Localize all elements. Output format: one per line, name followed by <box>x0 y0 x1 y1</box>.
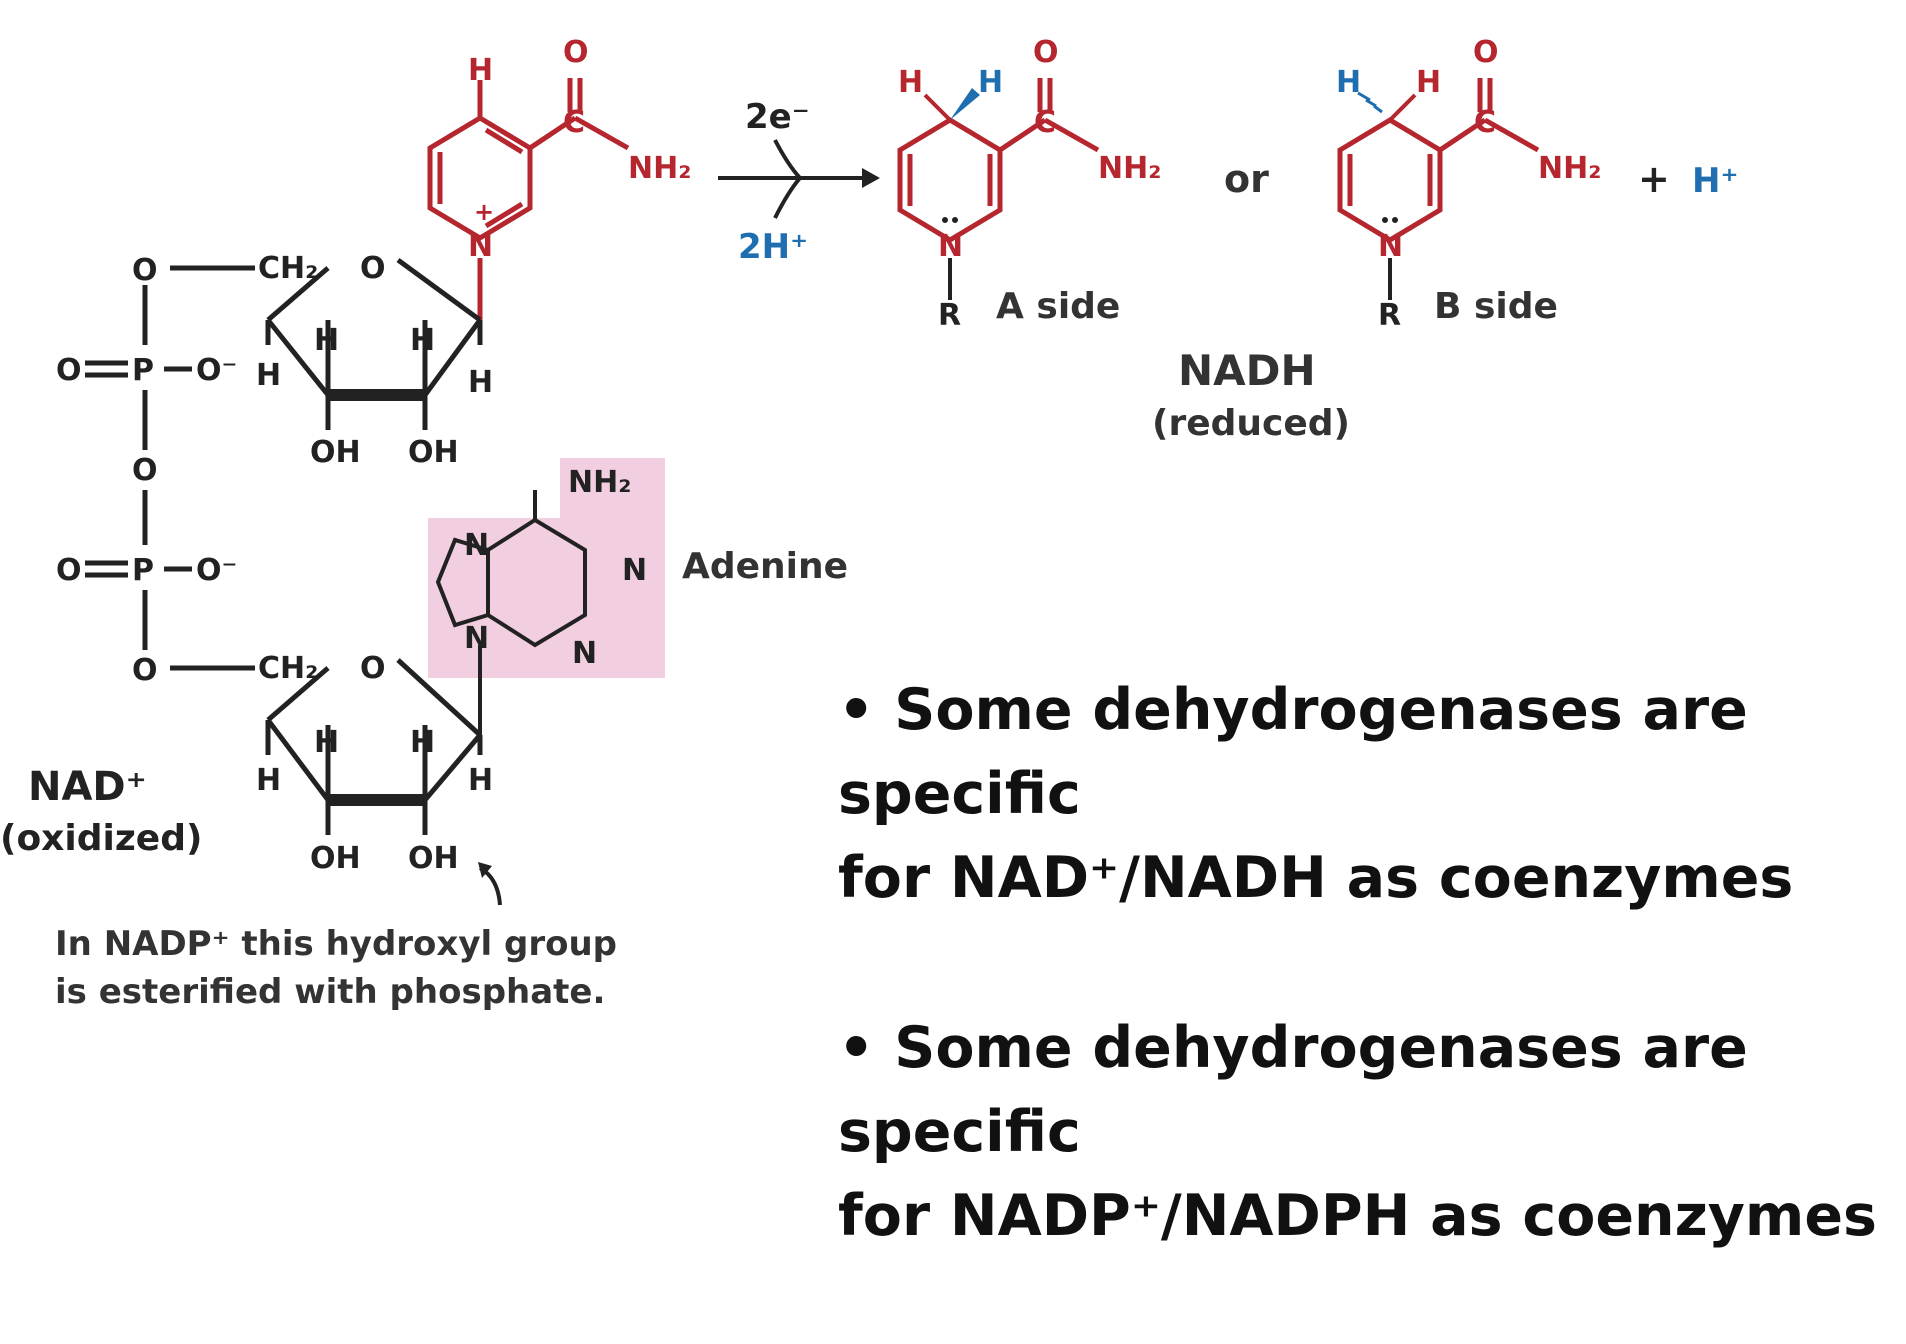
a-side-r-group: R <box>938 298 961 333</box>
note-line-2: is esterified with phosphate. <box>55 972 605 1012</box>
phosphate-o-atom: O <box>132 653 158 688</box>
adenine-n-atom: N <box>464 528 489 563</box>
carbonyl-o-atom: O <box>563 35 589 70</box>
nadh-ring-b-side <box>1337 78 1540 243</box>
carbonyl-c-atom: C <box>563 105 585 140</box>
adenine-n-atom: N <box>622 553 647 588</box>
b-side-h-red: H <box>1416 65 1441 100</box>
b-side-carbonyl-c: C <box>1474 105 1496 140</box>
b-side-h-blue: H <box>1336 65 1361 100</box>
bullet-item: • Some dehydrogenases are specific for N… <box>838 1006 1898 1258</box>
ribose-o-lower: O <box>360 651 386 686</box>
ring-h-atom: H <box>468 53 493 88</box>
ribose-o-upper: O <box>360 251 386 286</box>
a-side-nh2: NH₂ <box>1098 151 1161 186</box>
a-side-label: A side <box>996 286 1120 327</box>
nadh-state: (reduced) <box>1152 403 1350 444</box>
nicotinamide-ring-oxidized <box>427 78 630 241</box>
a-side-carbonyl-c: C <box>1034 105 1056 140</box>
b-side-carbonyl-o: O <box>1473 35 1499 70</box>
ribose-oh-label: OH <box>310 841 361 876</box>
pyrophosphate-bridge <box>85 285 255 671</box>
ch2-label-upper: CH₂ <box>258 251 318 286</box>
electrons-label: 2e⁻ <box>745 97 810 137</box>
nad-name: NAD⁺ <box>28 764 147 810</box>
ribose-h-atom: H <box>410 725 435 760</box>
ribose-oh-label: OH <box>310 435 361 470</box>
protons-label: 2H⁺ <box>738 227 808 267</box>
ribose-h-atom: H <box>468 763 493 798</box>
plus-sign: + <box>1638 157 1670 201</box>
a-side-h-blue: H <box>978 65 1003 100</box>
nad-reaction-diagram: H O C NH₂ N + CH₂ O H H H H OH OH <box>0 35 1738 1012</box>
ribose-lower <box>265 658 483 835</box>
bullet-line-1: • Some dehydrogenases are specific <box>838 677 1748 827</box>
adenine-nh2-label: NH₂ <box>568 465 631 500</box>
b-side-nh2: NH₂ <box>1538 151 1601 186</box>
or-label: or <box>1224 157 1269 201</box>
proton-product: H⁺ <box>1692 161 1738 201</box>
phosphate-o-atom: O <box>132 253 158 288</box>
note-line-1: In NADP⁺ this hydroxyl group <box>55 924 617 964</box>
ribose-h-atom: H <box>468 365 493 400</box>
ch2-label-lower: CH₂ <box>258 651 318 686</box>
ribose-h-atom: H <box>256 358 281 393</box>
b-side-label: B side <box>1434 286 1558 327</box>
nadh-name: NADH <box>1178 346 1316 395</box>
a-side-carbonyl-o: O <box>1033 35 1059 70</box>
ribose-h-atom: H <box>410 323 435 358</box>
bullet-list: • Some dehydrogenases are specific for N… <box>838 668 1898 1344</box>
adenine-n-atom: N <box>572 636 597 671</box>
bullet-line-2: for NAD⁺/NADH as coenzymes <box>838 845 1794 911</box>
phosphate-o-atom: O <box>56 353 82 388</box>
bullet-line-2: for NADP⁺/NADPH as coenzymes <box>838 1183 1877 1249</box>
bullet-line-1: • Some dehydrogenases are specific <box>838 1015 1748 1165</box>
ribose-oh-label: OH <box>408 841 459 876</box>
bridging-o-atom: O <box>132 453 158 488</box>
phosphate-o-atom: O <box>56 553 82 588</box>
b-side-r-group: R <box>1378 298 1401 333</box>
bullet-item: • Some dehydrogenases are specific for N… <box>838 668 1898 920</box>
adenine-n-atom: N <box>464 621 489 656</box>
phosphate-o-minus: O⁻ <box>196 353 237 388</box>
adenine-label: Adenine <box>682 546 848 587</box>
phosphorus-atom: P <box>132 353 154 388</box>
ribose-h-atom: H <box>314 323 339 358</box>
ribose-upper <box>170 257 483 430</box>
ribose-oh-label: OH <box>408 435 459 470</box>
amide-nh2-label: NH₂ <box>628 151 691 186</box>
nadh-ring-a-side <box>897 78 1100 243</box>
ring-n-charge: + <box>474 198 494 226</box>
a-side-h-red: H <box>898 65 923 100</box>
phosphorus-atom: P <box>132 553 154 588</box>
b-side-n-atom: N <box>1378 229 1403 264</box>
adenine-highlight-box <box>428 458 665 678</box>
a-side-n-atom: N <box>938 229 963 264</box>
nad-state: (oxidized) <box>0 818 202 859</box>
adenine-ring <box>435 490 587 735</box>
ribose-h-atom: H <box>314 725 339 760</box>
phosphate-o-minus: O⁻ <box>196 553 237 588</box>
ribose-h-atom: H <box>256 763 281 798</box>
